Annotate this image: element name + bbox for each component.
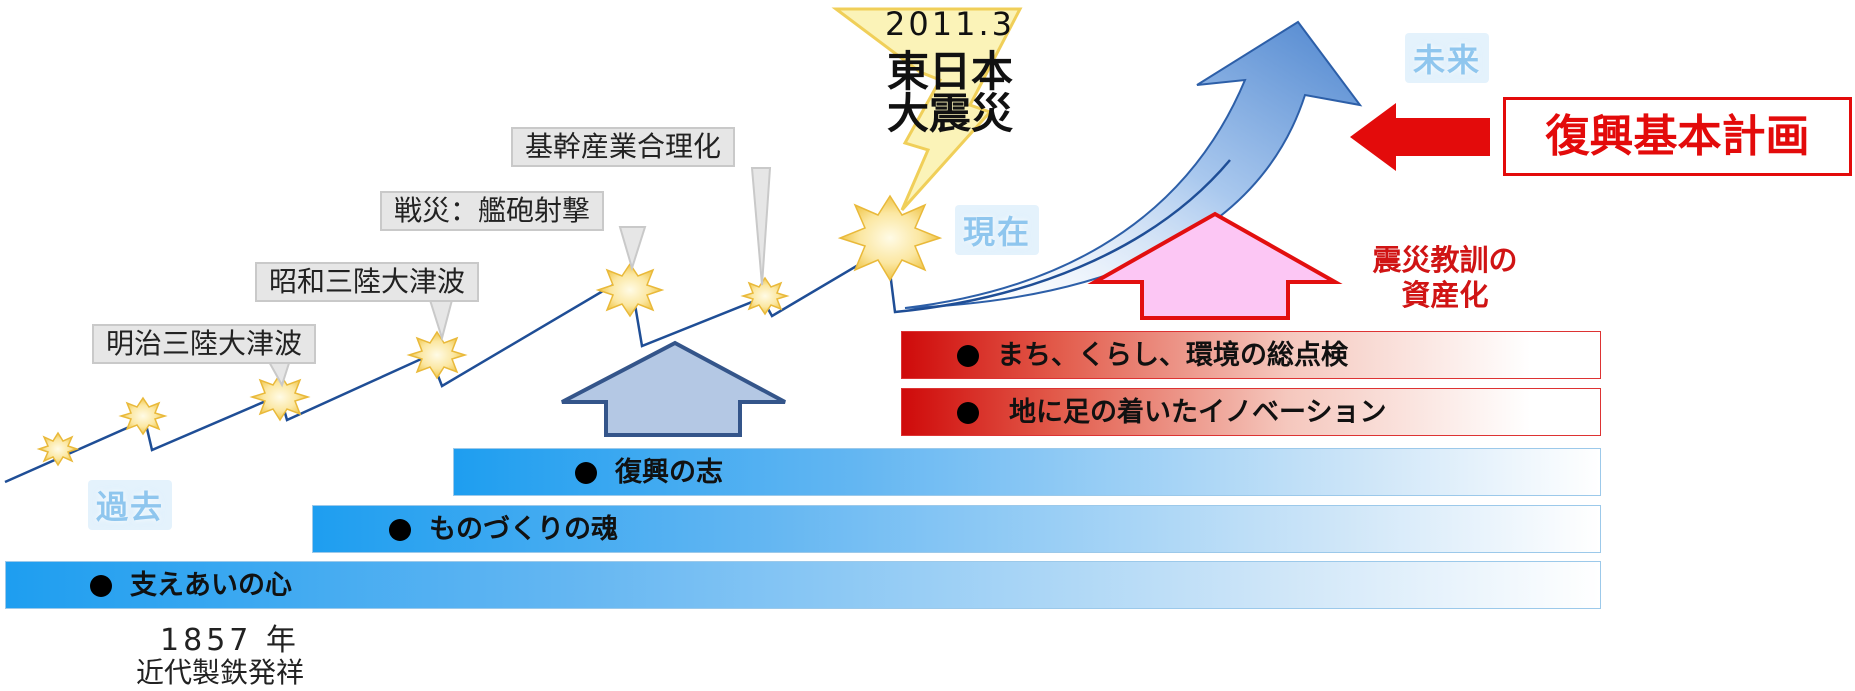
callout-showa: 昭和三陸大津波 [255, 262, 480, 302]
bar-machi: まち、くらし、環境の総点検 [901, 331, 1601, 379]
callout-pointer-showa [428, 299, 454, 342]
bullet-icon [957, 345, 979, 367]
bar-sasaeai-label: 支えあいの心 [130, 570, 292, 601]
disaster-lesson-line2: 資産化 [1401, 277, 1489, 312]
left-arrow-red-icon [1350, 103, 1490, 171]
burst-icon [837, 194, 943, 282]
up-arrow-pink-icon [1087, 211, 1343, 320]
bar-innovation-label: 地に足の着いたイノベーション [1009, 397, 1387, 428]
up-arrow-blue-icon [561, 340, 786, 437]
future-arrow-icon [904, 20, 1363, 309]
callout-pointer-sensai [618, 226, 647, 272]
burst-icon [406, 330, 468, 380]
bullet-icon [90, 575, 112, 597]
era-future: 未来 [1405, 33, 1490, 83]
bullet-icon [389, 519, 411, 541]
origin-label: 近代製鉄発祥 [135, 656, 304, 689]
bar-fukko: 復興の志 [453, 448, 1601, 496]
origin-year: 1857 年 [160, 623, 300, 658]
bar-sasaeai: 支えあいの心 [5, 561, 1601, 609]
bullet-icon [957, 402, 979, 424]
bar-innovation: 地に足の着いたイノベーション [901, 388, 1601, 436]
disaster-lesson-line1: 震災教訓の [1372, 243, 1518, 277]
quake-title-line1: 東日本 [886, 47, 1013, 96]
quake-title-line2: 大震災 [886, 89, 1013, 138]
quake-date: 2011.3 [885, 5, 1015, 43]
bar-machi-label: まち、くらし、環境の総点検 [997, 340, 1348, 371]
callout-pointer-kikan [750, 167, 772, 286]
burst-icon [740, 276, 790, 316]
bullet-icon [575, 462, 597, 484]
callout-meiji: 明治三陸大津波 [92, 324, 317, 364]
burst-icon [595, 262, 665, 318]
disaster-lesson-label: 震災教訓の 資産化 [1345, 243, 1545, 313]
bar-monozukuri: ものづくりの魂 [312, 505, 1601, 553]
bar-fukko-label: 復興の志 [615, 457, 723, 488]
burst-icon [249, 372, 311, 422]
lightning-bolt-icon [831, 7, 1023, 212]
bar-monozukuri-label: ものづくりの魂 [429, 514, 618, 545]
era-present: 現在 [955, 205, 1040, 255]
burst-icon [36, 431, 80, 467]
callout-sensai: 戦災：艦砲射撃 [380, 191, 605, 231]
callout-kikan: 基幹産業合理化 [511, 127, 736, 167]
era-past: 過去 [88, 480, 173, 530]
reconstruction-plan-box: 復興基本計画 [1503, 97, 1852, 176]
burst-icon [118, 396, 168, 436]
